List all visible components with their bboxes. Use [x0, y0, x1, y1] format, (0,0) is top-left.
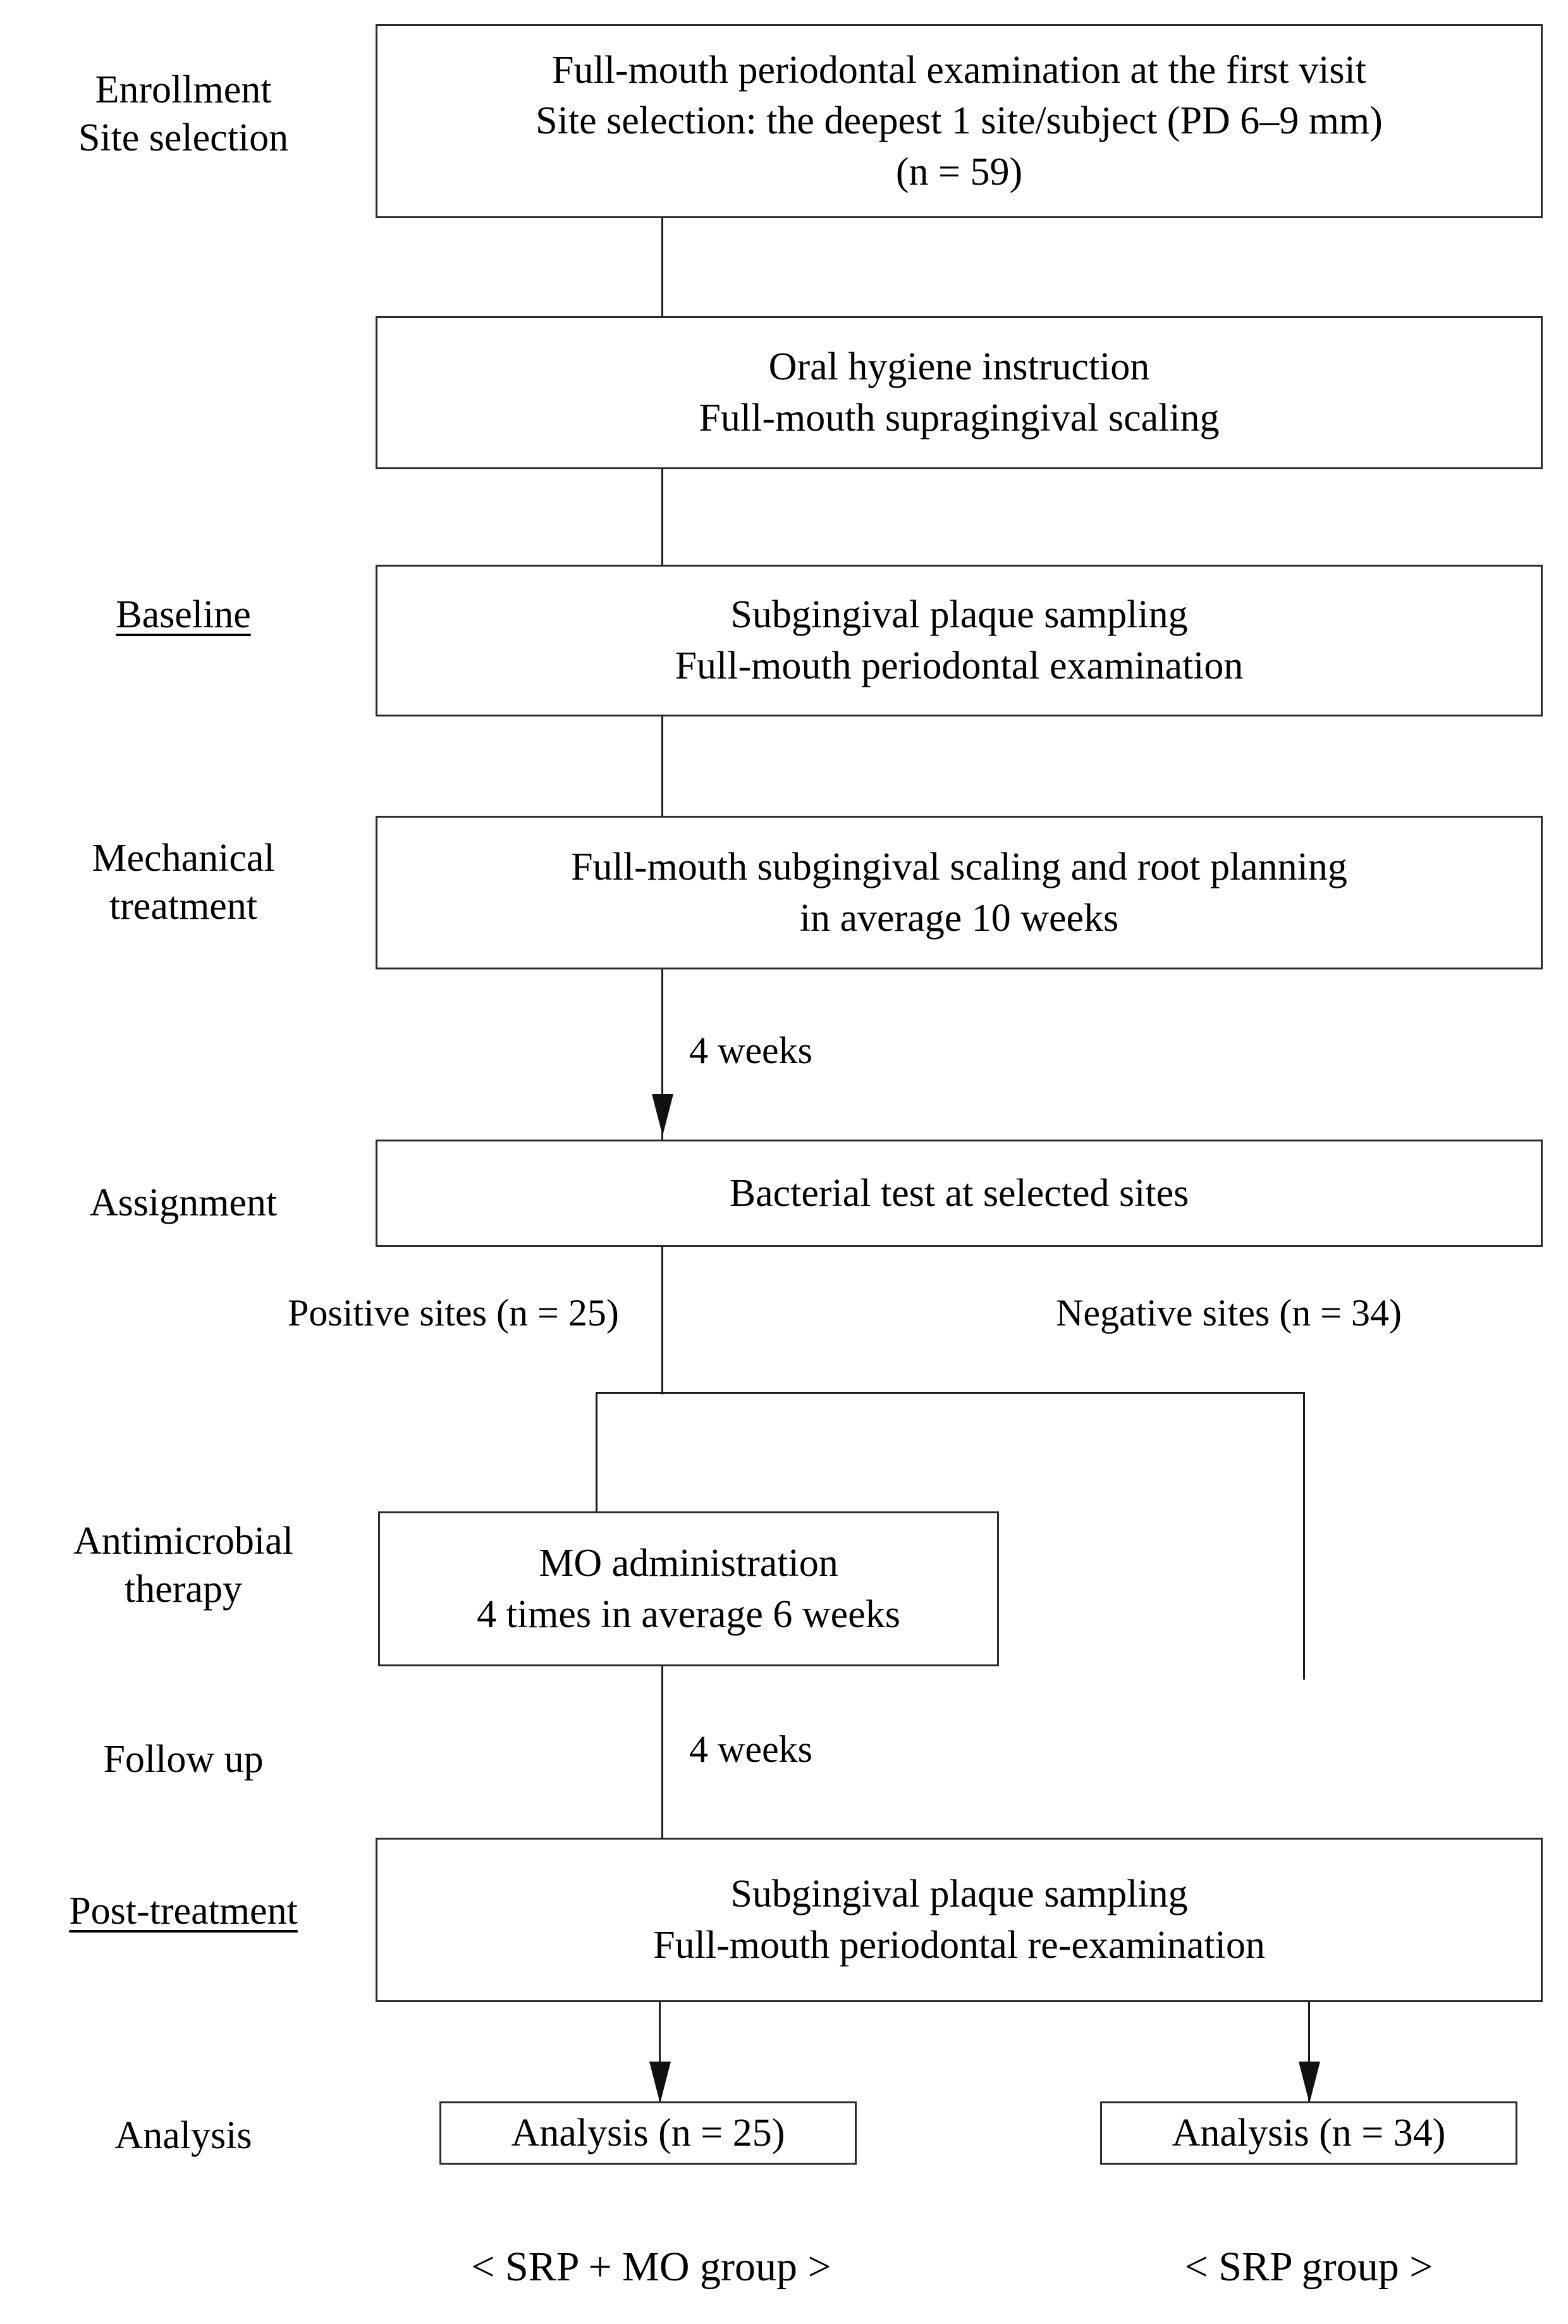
connector-enrollment-to-hygiene — [661, 215, 663, 316]
arrow-head-analysis-right — [1299, 2062, 1320, 2103]
node-baseline-box[interactable]: Subgingival plaque sampling Full-mouth p… — [376, 565, 1543, 716]
connector-srp-to-bacterial-test — [661, 968, 663, 1141]
node-enrollment-box[interactable]: Full-mouth periodontal examination at th… — [376, 24, 1543, 218]
node-analysis-left-text: Analysis (n = 25) — [511, 2111, 785, 2155]
stage-label-assignment: Assignment — [89, 1181, 278, 1224]
node-enrollment-text: Full-mouth periodontal examination at th… — [536, 48, 1383, 194]
node-analysis-right-box[interactable]: Analysis (n = 34) — [1100, 2101, 1517, 2165]
stage-label-baseline: Baseline — [116, 593, 251, 636]
connector-posttreatment-to-analysis-right — [1308, 2001, 1310, 2106]
connector-right-branch-to-posttreatment — [1303, 1392, 1305, 1680]
edge-label-four-weeks-to-posttreatment: 4 weeks — [689, 1728, 812, 1770]
stage-label-enrollment: Enrollment Site selection — [78, 68, 289, 159]
node-posttreatment-box[interactable]: Subgingival plaque sampling Full-mouth p… — [376, 1838, 1543, 2002]
connector-mo-to-posttreatment — [661, 1666, 663, 1935]
node-posttreatment-text: Subgingival plaque sampling Full-mouth p… — [653, 1872, 1265, 1967]
group-caption-srp-mo: < SRP + MO group > — [471, 2244, 831, 2290]
node-bacterial-test-box[interactable]: Bacterial test at selected sites — [376, 1140, 1543, 1247]
connector-posttreatment-to-analysis-left — [659, 2001, 661, 2106]
node-mo-administration-box[interactable]: MO administration 4 times in average 6 w… — [378, 1511, 999, 1666]
arrow-head-srp-to-bacterial-test — [652, 1094, 673, 1136]
edge-label-four-weeks-to-bacterial-test: 4 weeks — [689, 1030, 812, 1071]
node-srp-box[interactable]: Full-mouth subgingival scaling and root … — [376, 816, 1543, 969]
edge-label-negative-sites: Negative sites (n = 34) — [1056, 1292, 1402, 1334]
stage-label-antimicrobial-therapy: Antimicrobial therapy — [73, 1520, 293, 1611]
node-analysis-right-text: Analysis (n = 34) — [1172, 2111, 1446, 2155]
edge-label-positive-sites: Positive sites (n = 25) — [288, 1292, 619, 1334]
stage-label-analysis: Analysis — [114, 2114, 252, 2157]
node-mo-administration-text: MO administration 4 times in average 6 w… — [477, 1541, 900, 1636]
node-srp-text: Full-mouth subgingival scaling and root … — [571, 845, 1347, 940]
connector-split-bar — [596, 1392, 1305, 1394]
node-hygiene-box[interactable]: Oral hygiene instruction Full-mouth supr… — [376, 316, 1543, 469]
node-hygiene-text: Oral hygiene instruction Full-mouth supr… — [699, 345, 1220, 440]
connector-bacterial-test-stem — [661, 1246, 663, 1394]
stage-label-post-treatment: Post-treatment — [69, 1890, 298, 1933]
connector-baseline-to-srp — [661, 715, 663, 816]
node-bacterial-test-text: Bacterial test at selected sites — [729, 1171, 1189, 1215]
connector-left-branch-to-mo — [596, 1392, 597, 1512]
group-caption-srp: < SRP group > — [1184, 2244, 1433, 2290]
stage-label-follow-up: Follow up — [103, 1738, 264, 1781]
node-baseline-text: Subgingival plaque sampling Full-mouth p… — [675, 593, 1244, 687]
arrow-head-analysis-left — [649, 2062, 671, 2103]
node-analysis-left-box[interactable]: Analysis (n = 25) — [439, 2101, 857, 2165]
connector-hygiene-to-baseline — [661, 468, 663, 566]
stage-label-mechanical-treatment: Mechanical treatment — [92, 837, 275, 928]
